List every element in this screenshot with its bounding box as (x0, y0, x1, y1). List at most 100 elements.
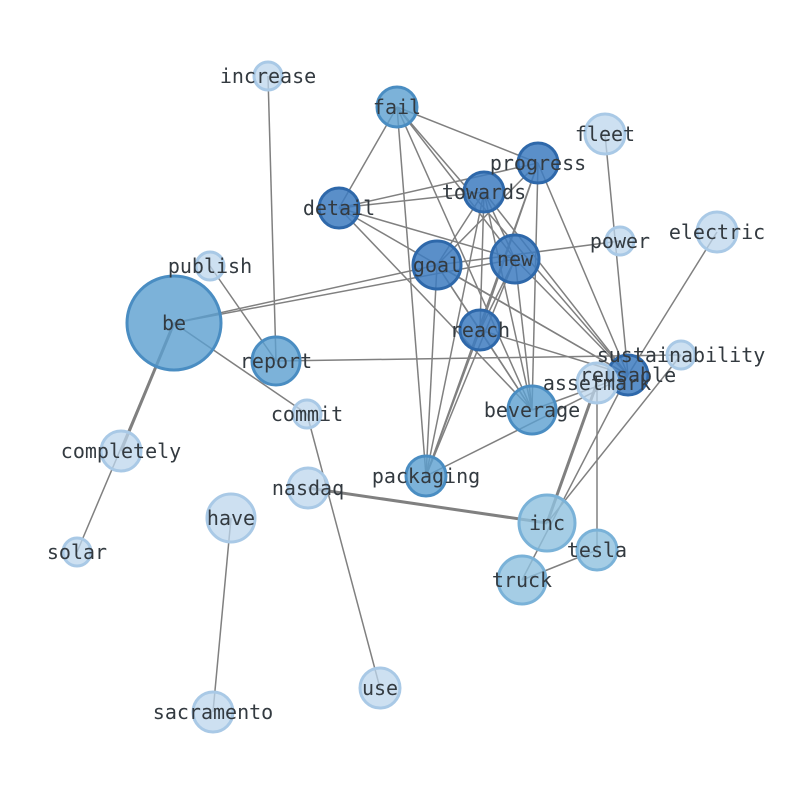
node-circle-reach (458, 308, 502, 352)
node-label-commit: commit (271, 402, 343, 426)
node-new (489, 233, 541, 285)
node-label-use: use (362, 676, 398, 700)
node-circle-be (125, 274, 223, 372)
node-label-sustainability: sustainability (597, 343, 766, 367)
node-have (205, 492, 257, 544)
node-reach (458, 308, 502, 352)
node-label-solar: solar (47, 540, 107, 564)
node-label-increase: increase (220, 64, 316, 88)
node-circle-solar (61, 536, 93, 568)
edge-progress-detail (338, 162, 539, 209)
node-label-new: new (497, 247, 534, 271)
edge-new-reusable (514, 258, 629, 376)
node-goal (411, 239, 463, 291)
node-circle-nasdaq (286, 466, 330, 510)
node-tesla (575, 528, 619, 572)
node-label-reusable: reusable (580, 363, 676, 387)
edge-commit-use (306, 413, 381, 689)
node-sacramento (191, 690, 235, 734)
edge-towards-beverage (483, 191, 533, 411)
node-circle-assetmark (575, 361, 619, 405)
node-label-electric: electric (669, 220, 765, 244)
node-label-be: be (162, 311, 186, 335)
node-report (250, 335, 302, 387)
node-nasdaq (286, 466, 330, 510)
edge-inc-sustainability (546, 354, 682, 524)
edge-increase-report (267, 75, 277, 362)
node-label-completely: completely (61, 439, 181, 463)
node-circle-goal (411, 239, 463, 291)
node-truck (496, 554, 548, 606)
edge-nasdaq-inc (307, 486, 548, 525)
edge-goal-reusable (436, 264, 629, 376)
node-label-assetmark: assetmark (543, 371, 651, 395)
node-circle-use (358, 666, 402, 710)
node-solar (61, 536, 93, 568)
edge-electric-reusable (627, 231, 718, 376)
node-increase (252, 60, 284, 92)
node-circle-sacramento (191, 690, 235, 734)
node-circle-tesla (575, 528, 619, 572)
node-commit (291, 398, 323, 430)
node-detail (317, 186, 361, 230)
node-circle-beverage (506, 384, 558, 436)
node-label-progress: progress (490, 151, 586, 175)
edge-goal-packaging (425, 264, 438, 477)
edge-towards-reusable (483, 191, 629, 376)
node-label-inc: inc (529, 511, 565, 535)
node-label-sacramento: sacramento (153, 700, 273, 724)
node-towards (462, 170, 506, 214)
edge-fail-beverage (396, 106, 533, 411)
edge-have-sacramento (212, 517, 232, 713)
label-layer: beincreasefailfleetprogresstowardsdetail… (47, 64, 765, 724)
node-publish (194, 250, 226, 282)
node-circle-progress (516, 141, 560, 185)
edge-progress-reusable (537, 162, 629, 376)
node-electric (695, 210, 739, 254)
node-circle-commit (291, 398, 323, 430)
node-label-have: have (207, 506, 255, 530)
node-assetmark (575, 361, 619, 405)
node-label-goal: goal (413, 253, 461, 277)
edge-detail-beverage (338, 207, 533, 411)
node-circle-have (205, 492, 257, 544)
node-label-fail: fail (373, 95, 421, 119)
edge-new-packaging (425, 258, 516, 477)
node-circle-fail (375, 85, 419, 129)
node-label-packaging: packaging (372, 464, 480, 488)
edge-towards-detail (338, 191, 485, 209)
node-label-beverage: beverage (484, 398, 580, 422)
node-label-tesla: tesla (567, 538, 627, 562)
node-circle-towards (462, 170, 506, 214)
node-label-fleet: fleet (575, 122, 635, 146)
node-packaging (404, 454, 448, 498)
node-sustainability (665, 339, 697, 371)
node-circle-packaging (404, 454, 448, 498)
node-label-truck: truck (492, 568, 552, 592)
node-completely (99, 429, 143, 473)
node-inc (517, 493, 577, 553)
node-circle-increase (252, 60, 284, 92)
node-circle-fleet (583, 112, 627, 156)
edge-fail-new (396, 106, 516, 260)
node-label-publish: publish (168, 254, 252, 278)
node-power (604, 225, 636, 257)
node-circle-report (250, 335, 302, 387)
node-circle-truck (496, 554, 548, 606)
node-progress (516, 141, 560, 185)
node-fleet (583, 112, 627, 156)
node-be (125, 274, 223, 372)
edge-reach-packaging (425, 329, 481, 477)
edge-towards-packaging (425, 191, 485, 477)
node-circle-electric (695, 210, 739, 254)
edge-towards-reach (479, 191, 485, 331)
node-beverage (506, 384, 558, 436)
node-fail (375, 85, 419, 129)
edge-detail-new (338, 207, 516, 260)
node-circle-inc (517, 493, 577, 553)
node-use (358, 666, 402, 710)
edge-fail-packaging (396, 106, 427, 477)
node-label-towards: towards (442, 180, 526, 204)
node-circle-detail (317, 186, 361, 230)
